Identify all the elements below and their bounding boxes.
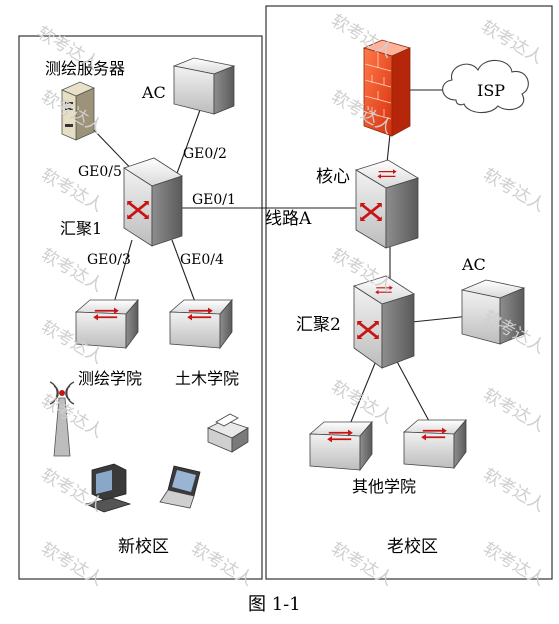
civil-college-switch-icon <box>168 298 233 350</box>
new-campus-label: 新校区 <box>118 537 169 557</box>
port-ge0-4-label: GE0/4 <box>180 252 224 268</box>
connection-lines <box>91 89 471 435</box>
server-icon <box>61 81 95 141</box>
figure-caption: 图 1-1 <box>248 594 301 615</box>
watermark: 软考达人 <box>328 11 397 62</box>
agg2-label: 汇聚2 <box>296 315 341 335</box>
access-controller-old-icon <box>460 279 526 345</box>
civil-college-label: 土木学院 <box>175 369 239 388</box>
watermark: 软考达人 <box>480 385 549 436</box>
wireless-ap-icon <box>49 381 75 457</box>
watermark: 软考达人 <box>480 165 549 216</box>
isp-label: ISP <box>477 81 505 100</box>
other-college-label: 其他学院 <box>352 477 416 496</box>
printer-icon <box>207 413 249 453</box>
watermark: 软考达人 <box>480 539 549 590</box>
mapping-college-label: 测绘学院 <box>78 369 142 388</box>
desktop-computer-icon <box>84 463 132 513</box>
laptop-icon <box>159 465 201 509</box>
other-college-switch-2-icon <box>402 418 467 470</box>
port-ge0-5-label: GE0/5 <box>78 164 122 180</box>
port-ge0-3-label: GE0/3 <box>87 252 131 268</box>
port-ge0-2-label: GE0/2 <box>183 146 227 162</box>
watermark: 软考达人 <box>38 539 107 590</box>
line-a-label: 线路A <box>265 209 312 229</box>
isp-cloud-icon <box>442 59 529 114</box>
firewall-icon <box>362 39 412 137</box>
agg1-label: 汇聚1 <box>60 219 102 238</box>
core-switch-icon <box>355 159 419 249</box>
mapping-college-switch-icon <box>74 298 139 350</box>
old-campus-label: 老校区 <box>387 537 438 557</box>
watermark: 软考达人 <box>188 539 257 590</box>
watermark: 软考达人 <box>478 17 547 68</box>
port-ge0-1-label: GE0/1 <box>192 192 236 208</box>
new-campus-zone <box>18 35 263 580</box>
watermark: 软考达人 <box>328 377 397 428</box>
server-label: 测绘服务器 <box>45 59 125 78</box>
other-college-switch-1-icon <box>308 420 373 472</box>
old-campus-zone <box>265 5 553 580</box>
aggregation-switch-1-icon <box>123 157 183 247</box>
ac-new-label: AC <box>141 83 166 102</box>
core-label: 核心 <box>316 167 350 187</box>
watermark: 软考达人 <box>38 391 107 442</box>
access-controller-icon <box>172 57 236 115</box>
watermark: 软考达人 <box>480 465 549 516</box>
ac-old-label: AC <box>461 255 486 274</box>
aggregation-switch-2-icon <box>353 275 415 369</box>
